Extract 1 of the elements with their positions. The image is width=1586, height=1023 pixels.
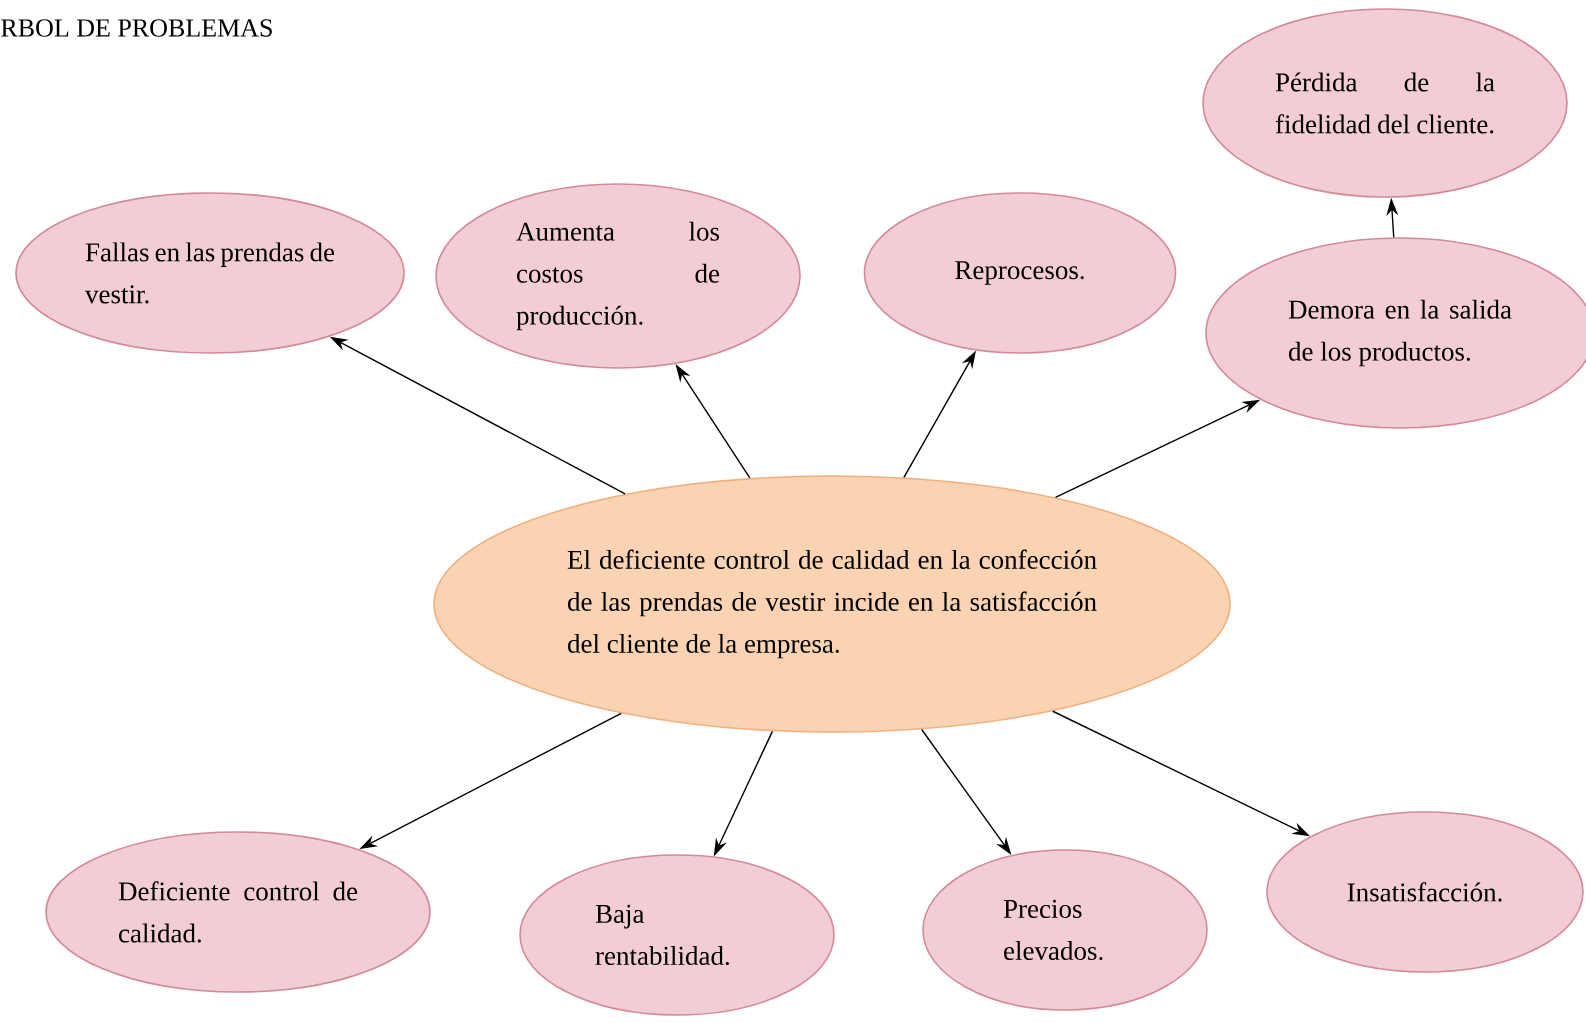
title: RBOL DE PROBLEMAS — [1, 19, 272, 37]
